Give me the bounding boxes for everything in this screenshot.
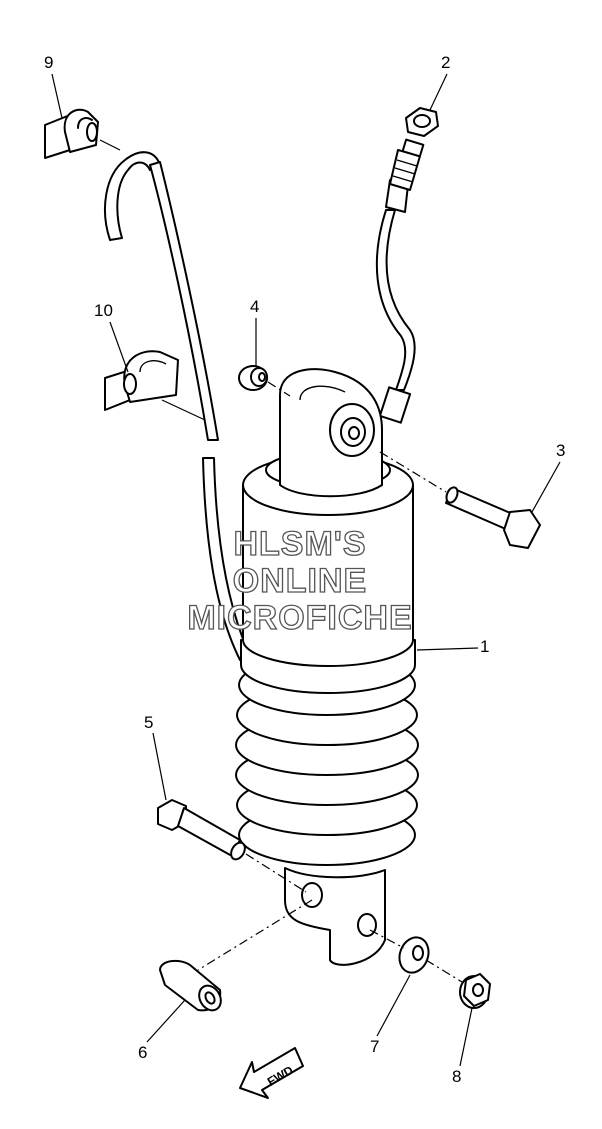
preload-hose xyxy=(104,151,253,661)
part-5-lower-bolt xyxy=(157,799,246,861)
watermark-line-3: MICROFICHE xyxy=(187,599,412,637)
assembly-axis-lines xyxy=(197,381,463,983)
callout-2: 2 xyxy=(441,53,450,72)
callout-3: 3 xyxy=(556,441,565,460)
part-10-clamp xyxy=(104,350,179,411)
part-3-upper-bolt xyxy=(445,486,541,549)
watermark: HLSM'S ONLINE MICROFICHE xyxy=(187,524,413,637)
callout-9: 9 xyxy=(44,53,53,72)
callout-8: 8 xyxy=(452,1067,461,1086)
part-7-washer xyxy=(398,936,430,974)
callout-1: 1 xyxy=(480,637,489,656)
adjuster-cable xyxy=(375,138,425,424)
callout-numbers: 9 2 4 10 3 1 5 6 7 8 xyxy=(44,53,565,1086)
callout-5: 5 xyxy=(144,713,153,732)
callout-7: 7 xyxy=(370,1037,379,1056)
callout-6: 6 xyxy=(138,1043,147,1062)
fwd-direction-arrow: FWD xyxy=(239,1047,304,1099)
callout-4: 4 xyxy=(250,297,259,316)
part-2-nut xyxy=(405,107,439,137)
watermark-line-2: ONLINE xyxy=(233,562,367,600)
part-4-collar xyxy=(238,365,268,391)
watermark-line-1: HLSM'S xyxy=(233,525,366,563)
part-9-clamp xyxy=(44,108,99,159)
callout-10: 10 xyxy=(94,301,113,320)
part-6-spacer xyxy=(159,959,222,1012)
leader-lines xyxy=(51,73,561,1067)
part-8-flange-nut xyxy=(459,973,491,1009)
shock-absorber xyxy=(235,368,419,966)
